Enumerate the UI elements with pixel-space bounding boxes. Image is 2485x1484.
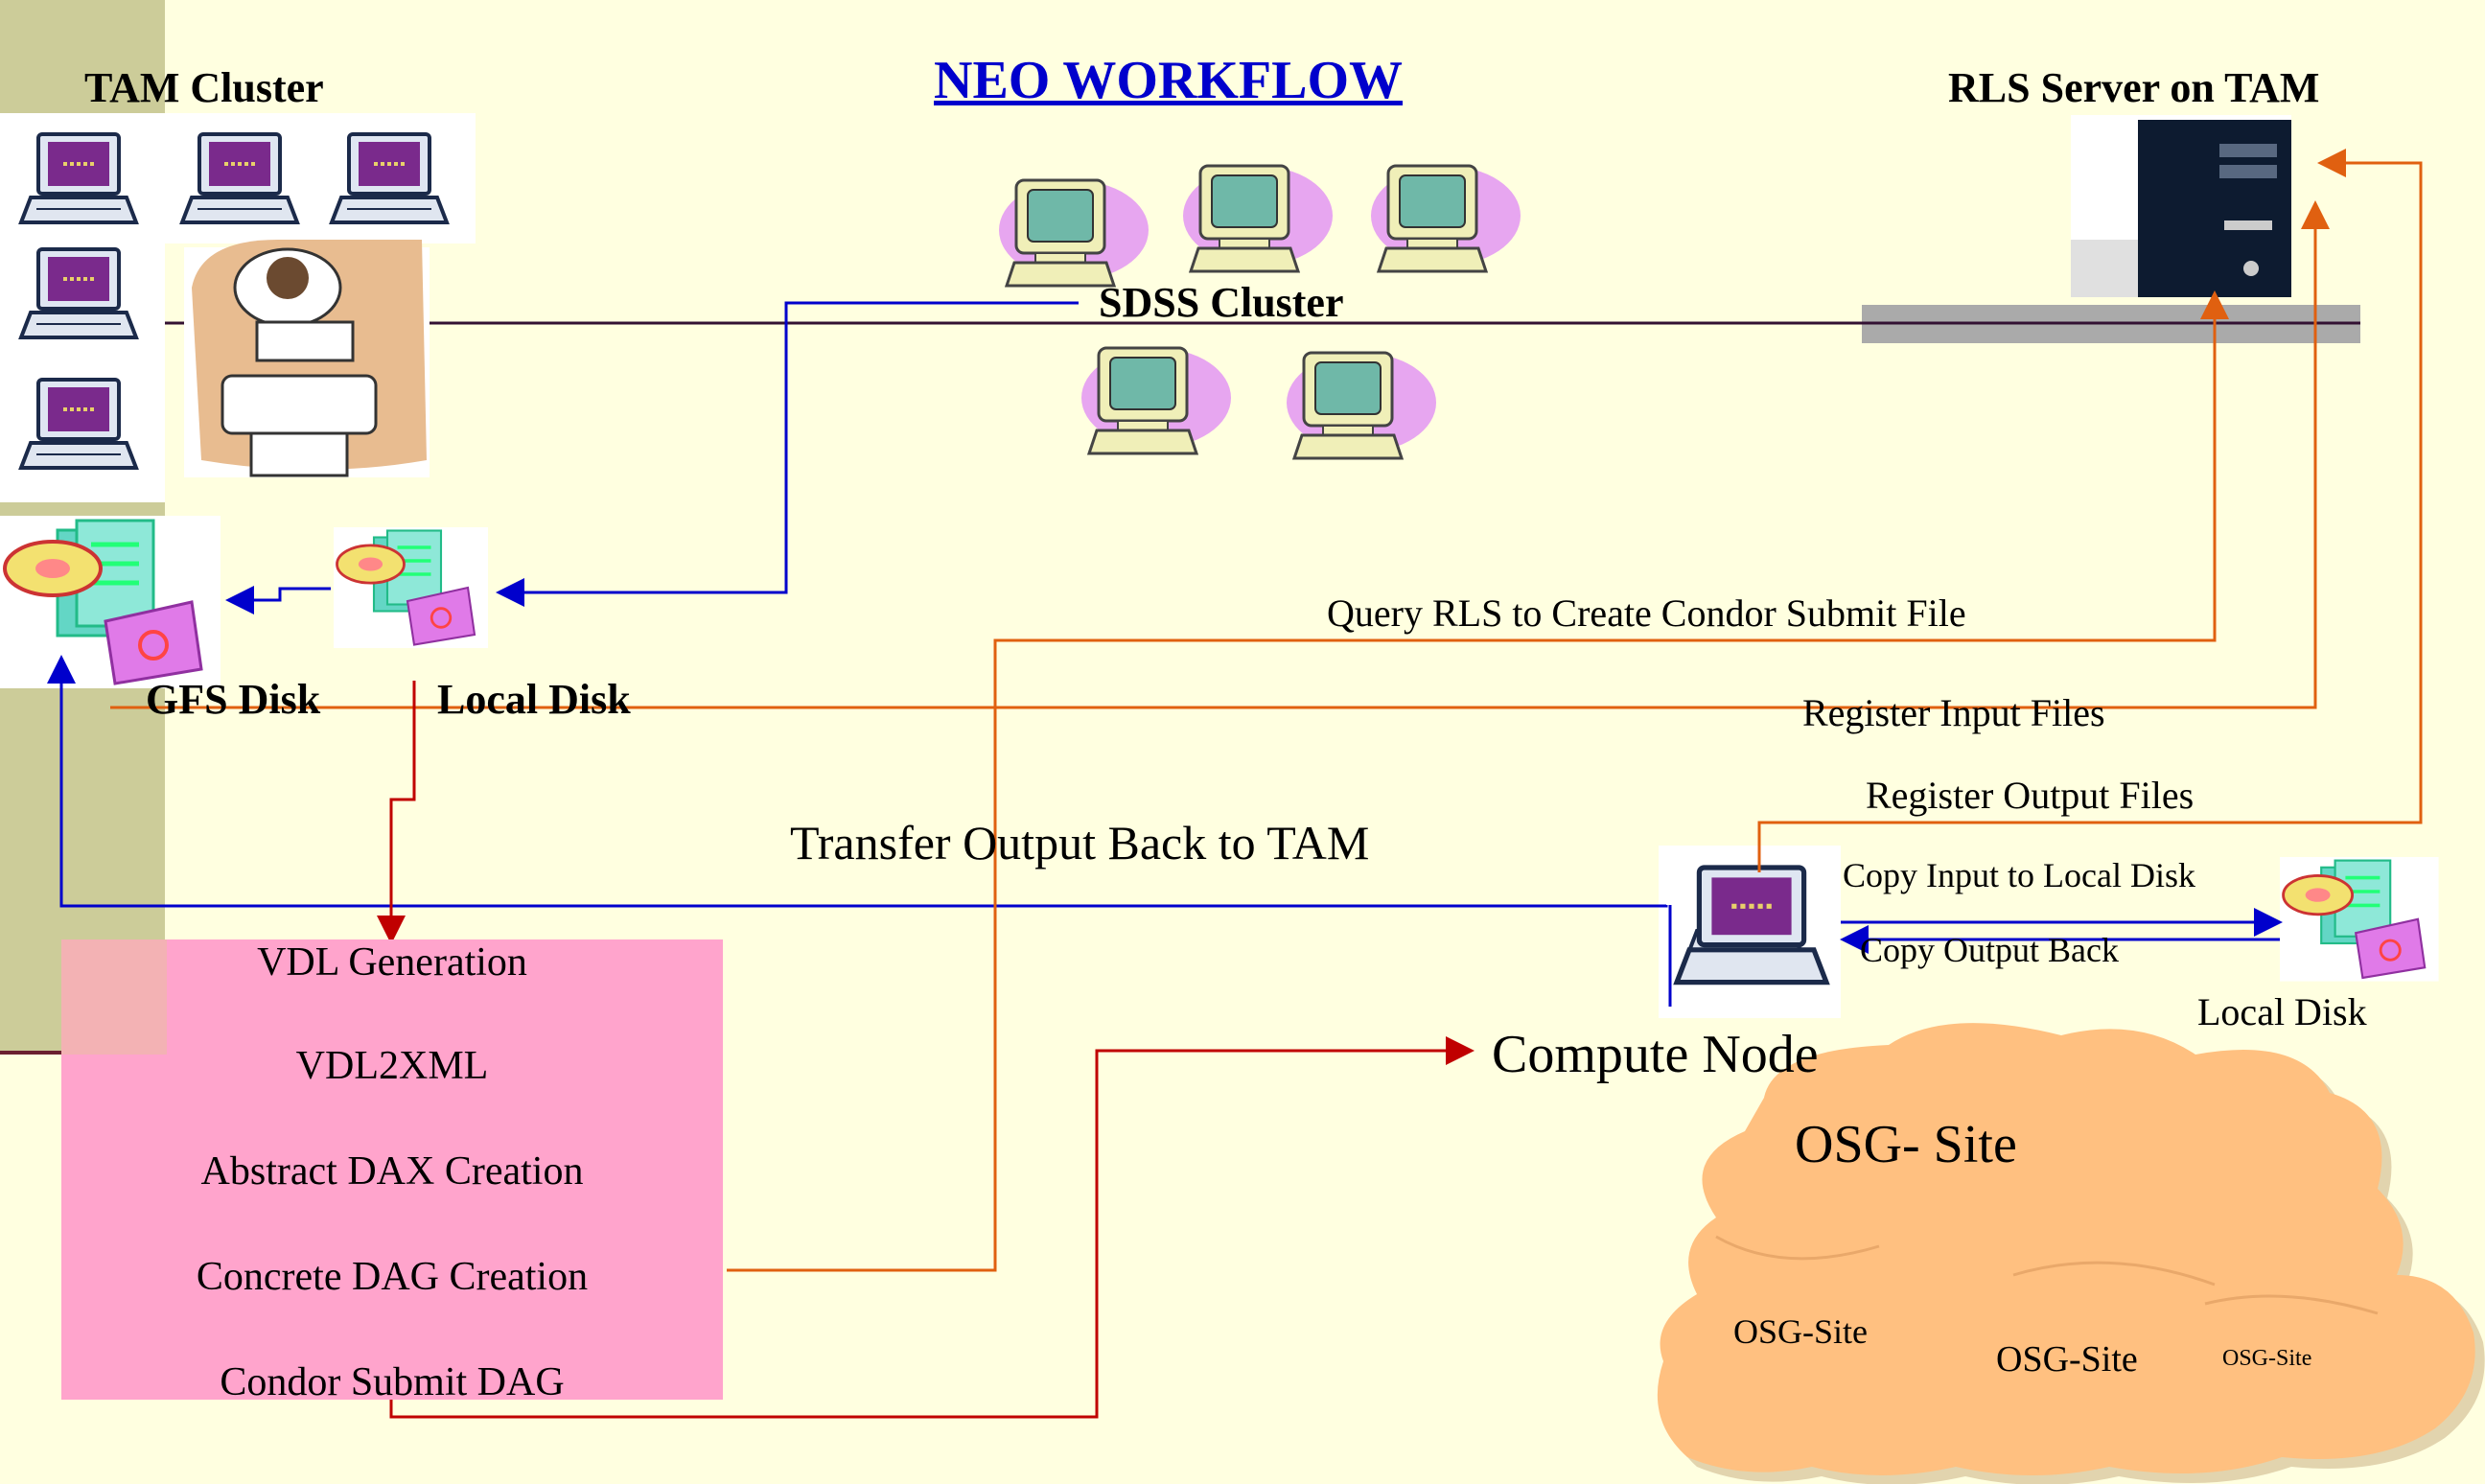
- osg-main-label: OSG- Site: [1795, 1115, 2017, 1174]
- edge-label-copy-output: Copy Output Back: [1860, 931, 2119, 969]
- osg-cloud: [1657, 1023, 2485, 1484]
- workflow-step-abstract-dax: Abstract DAX Creation: [200, 1149, 584, 1194]
- workflow-step-vdl2xml: VDL2XML: [295, 1044, 489, 1088]
- workflow-step-condor-submit: Condor Submit DAG: [220, 1360, 565, 1404]
- rls-server-label: RLS Server on TAM: [1948, 64, 2320, 111]
- local-disk-tam-label: Local Disk: [437, 676, 631, 723]
- osg-site-label-1: OSG-Site: [1733, 1312, 1869, 1351]
- local-disk-tam-icon: [332, 525, 490, 650]
- rls-server-icon: [2071, 115, 2291, 297]
- workflow-box-overlap: [61, 939, 167, 1055]
- workflow-step-vdl-generation: VDL Generation: [257, 940, 527, 985]
- workflow-step-concrete-dag: Concrete DAG Creation: [196, 1255, 589, 1299]
- edge-label-transfer-output: Transfer Output Back to TAM: [790, 816, 1370, 870]
- local-disk-osg-icon: [2278, 855, 2441, 984]
- osg-site-label-3: OSG-Site: [2222, 1346, 2312, 1371]
- tam-cluster-label: TAM Cluster: [84, 64, 324, 111]
- edge-label-copy-input: Copy Input to Local Disk: [1843, 856, 2195, 894]
- osg-site-label-2: OSG-Site: [1996, 1339, 2138, 1380]
- sdss-cluster-label: SDSS Cluster: [1099, 279, 1344, 326]
- gfs-disk-label: GFS Disk: [146, 676, 321, 723]
- gfs-disk-icon: [0, 516, 221, 688]
- page-title: NEO WORKFLOW: [934, 51, 1404, 110]
- tam-cluster-icons: [0, 113, 476, 502]
- local-disk-osg-label: Local Disk: [2197, 990, 2367, 1033]
- compute-node-icon: [1659, 846, 1841, 1018]
- workflow-box: VDL Generation VDL2XML Abstract DAX Crea…: [61, 939, 723, 1404]
- orange-connectors: [110, 149, 2423, 1272]
- edge-label-query-rls: Query RLS to Create Condor Submit File: [1327, 591, 1966, 635]
- edge-label-register-input: Register Input Files: [1802, 691, 2105, 734]
- edge-label-register-output: Register Output Files: [1866, 774, 2195, 817]
- compute-node-label: Compute Node: [1492, 1025, 1819, 1084]
- blue-connectors: [47, 301, 2283, 1007]
